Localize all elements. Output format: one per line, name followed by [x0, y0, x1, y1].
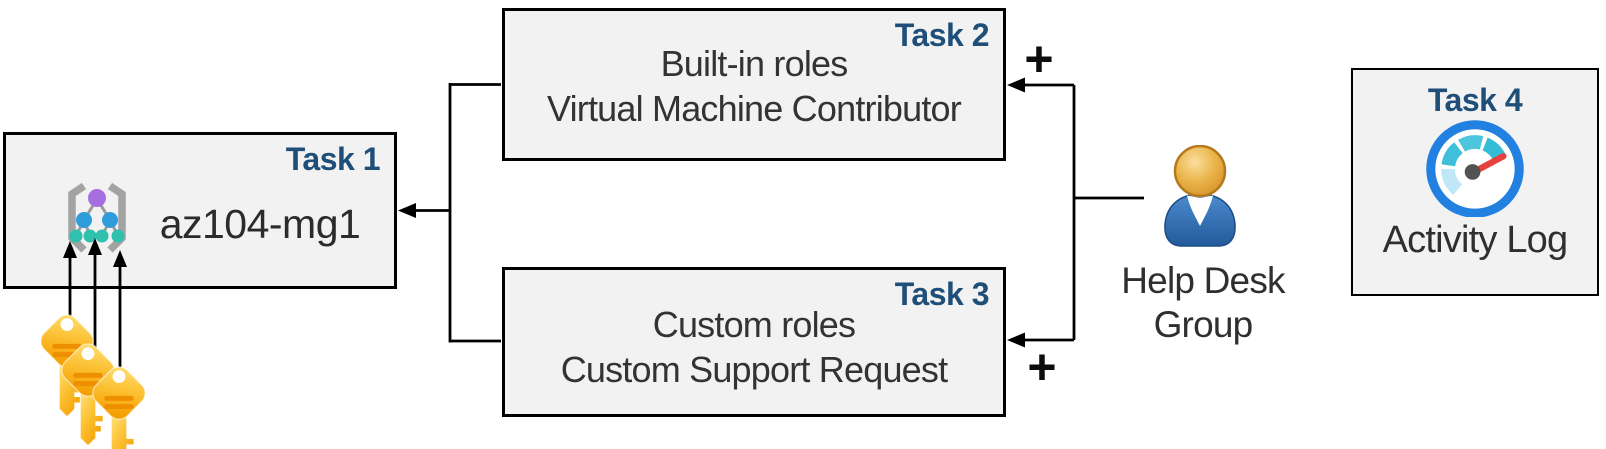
task3-text: Custom roles Custom Support Request	[505, 302, 1003, 392]
gauge-ring	[1426, 120, 1524, 217]
task3-label: Task 3	[894, 276, 990, 312]
arrow-to-task2	[1007, 77, 1025, 93]
task2-label: Task 2	[894, 17, 990, 53]
task3-line2: Custom Support Request	[560, 349, 948, 390]
bracket-right	[107, 182, 126, 253]
key-arrowhead-1	[63, 241, 77, 258]
bracket-left	[68, 182, 87, 253]
key-arrowhead-3	[113, 250, 127, 267]
task3-box: Task 3 Custom roles Custom Support Reque…	[502, 267, 1006, 417]
person-collar	[1187, 195, 1213, 226]
task2-line2: Virtual Machine Contributor	[547, 88, 962, 129]
task2-box: Task 2 Built-in roles Virtual Machine Co…	[502, 8, 1006, 161]
task2-text: Built-in roles Virtual Machine Contribut…	[505, 41, 1003, 131]
task3-line1: Custom roles	[652, 304, 856, 345]
hierarchy-tree	[69, 189, 125, 243]
task4-label: Task 4	[1427, 82, 1523, 118]
management-group-icon	[68, 182, 126, 253]
left-bracket-connector	[414, 83, 501, 343]
task4-content: Task 4 Activity Log	[1353, 70, 1597, 294]
person-head	[1173, 145, 1227, 198]
key-arrowhead-2	[88, 238, 102, 255]
task1-label: Task 1	[285, 141, 381, 177]
task4-box: Task 4 Activity Log	[1351, 68, 1599, 296]
task2-line1: Built-in roles	[660, 43, 849, 84]
arrow-to-task1	[398, 203, 416, 218]
arrow-to-task3	[1007, 332, 1025, 348]
management-group-name: az104-mg1	[159, 201, 361, 247]
activity-log-gauge-icon	[1426, 120, 1524, 217]
helpdesk-group-label: Help Desk Group	[1100, 259, 1306, 347]
gauge-hub	[1464, 164, 1481, 180]
plus-icon-bottom: +	[1027, 339, 1057, 395]
helpdesk-label-line1: Help Desk	[1121, 260, 1285, 301]
plus-icon-top: +	[1024, 31, 1054, 87]
right-bracket-connector	[1022, 83, 1144, 342]
task4-caption: Activity Log	[1382, 219, 1569, 261]
key-icon	[87, 362, 151, 449]
helpdesk-label-line2: Group	[1153, 304, 1254, 345]
person-icon	[1164, 145, 1236, 247]
